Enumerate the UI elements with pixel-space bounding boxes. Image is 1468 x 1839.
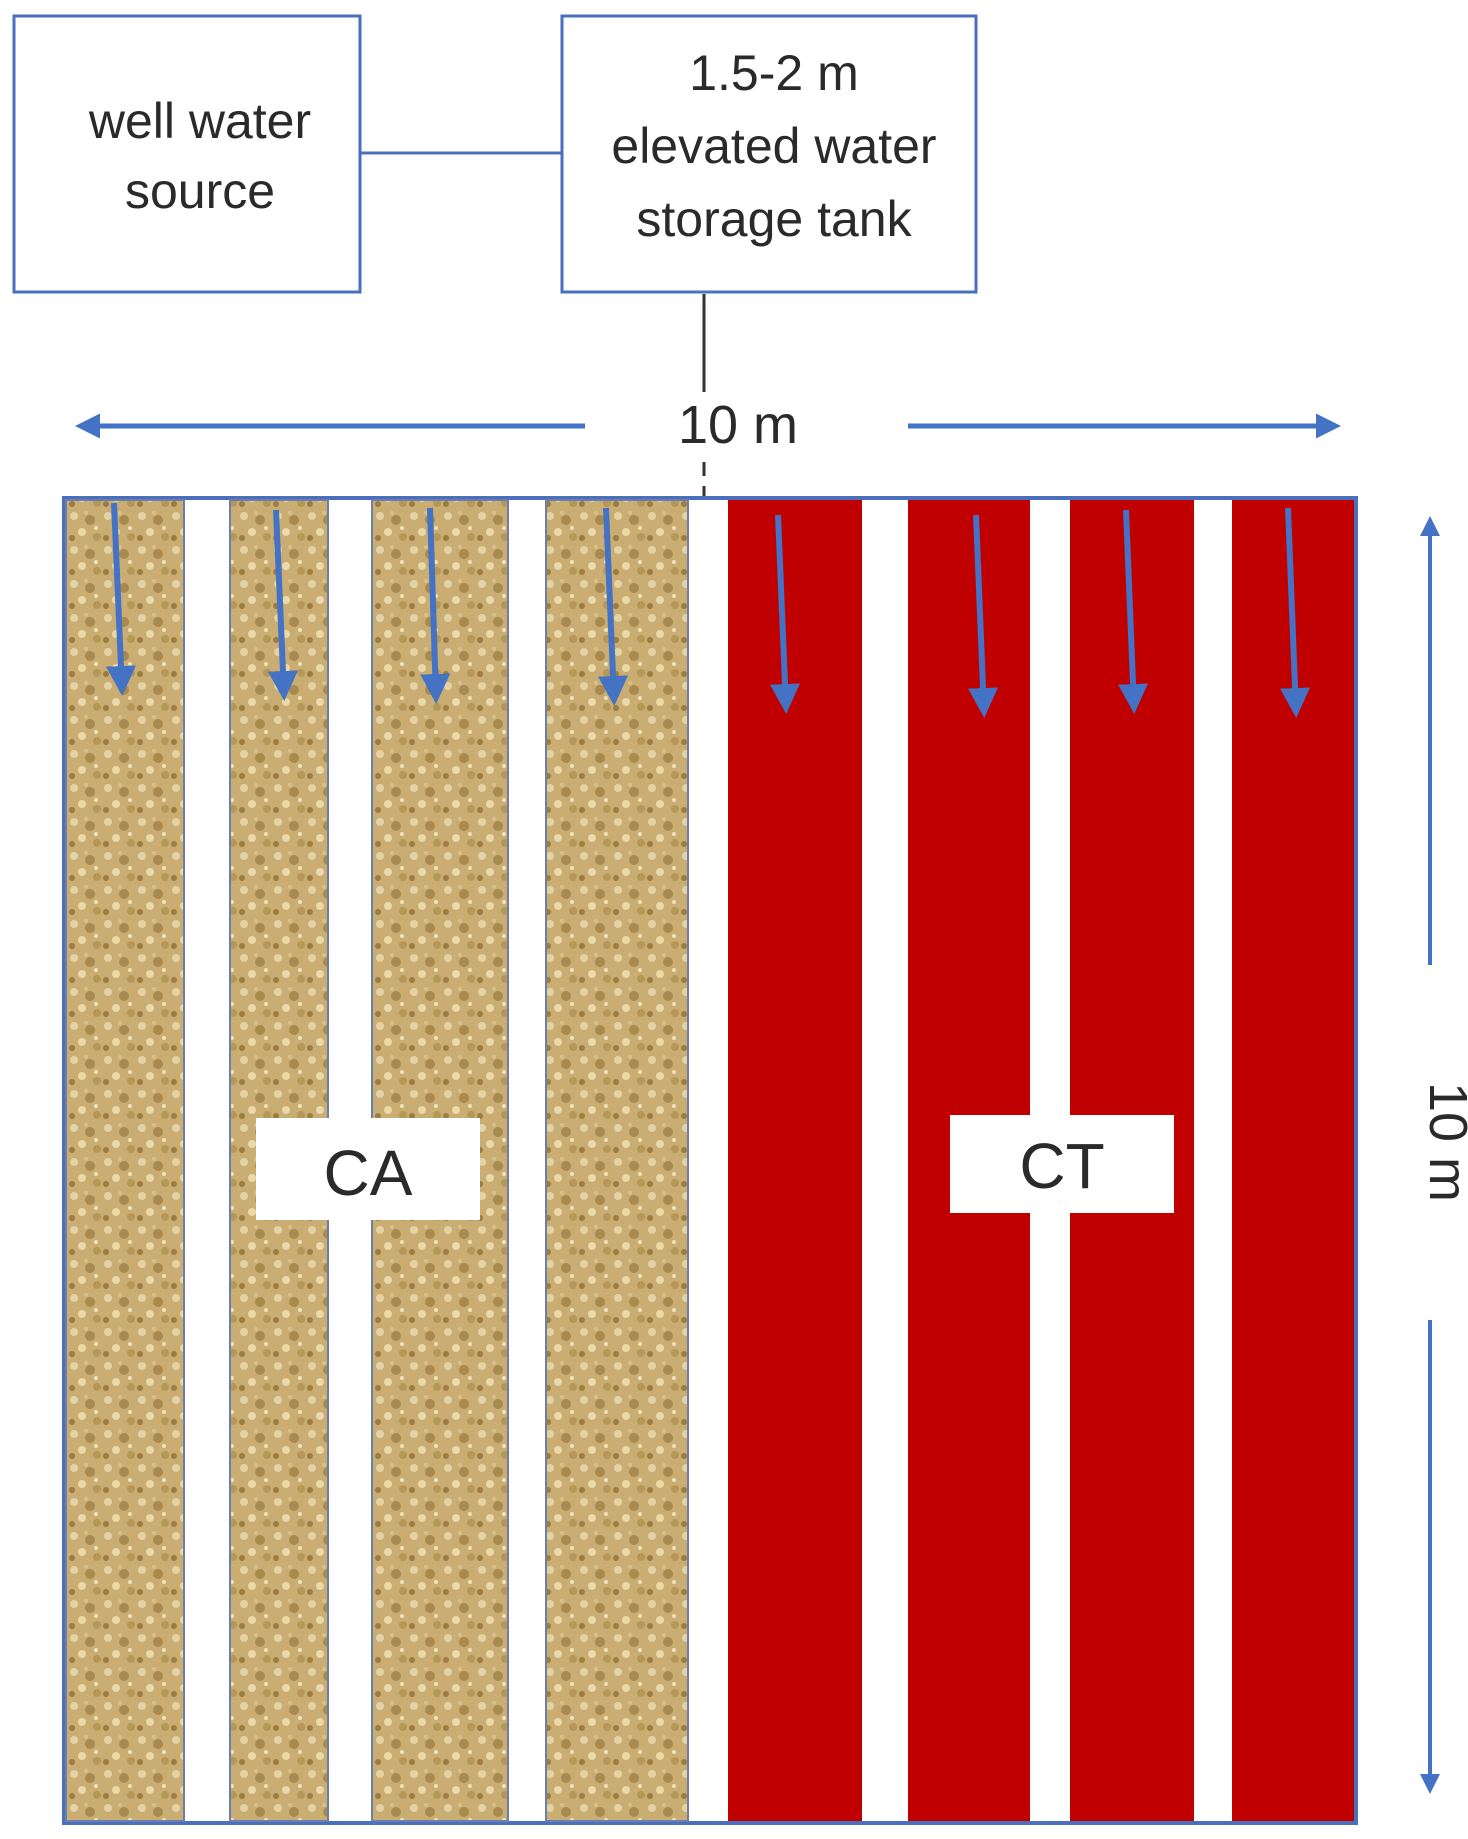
ca-strip [65, 499, 185, 1822]
tank-label-line1: 1.5-2 m [689, 45, 859, 101]
flow-arrow [267, 509, 298, 701]
storage-tank-box: 1.5-2 m elevated water storage tank [560, 14, 978, 294]
flow-arrow [420, 507, 451, 704]
flow-arrow [105, 502, 136, 696]
height-label: 10 m [1418, 1082, 1468, 1202]
ct-strip [728, 500, 862, 1821]
ca-strip [545, 499, 689, 1822]
water-flow-arrows [105, 502, 1311, 718]
tank-label-line3: storage tank [636, 191, 912, 247]
ca-label-box: CA [256, 1118, 480, 1220]
flow-arrow [968, 514, 999, 718]
flow-arrow [598, 507, 628, 706]
ct-label: CT [1019, 1130, 1104, 1202]
flow-arrow [1118, 509, 1149, 714]
height-dimension: 10 m [1418, 516, 1468, 1794]
flow-arrow [770, 514, 800, 714]
field-plot-area: CA CT [62, 496, 1358, 1825]
flow-arrow [1280, 507, 1311, 718]
width-dimension: 10 m [75, 395, 1341, 455]
ct-strip [1232, 500, 1354, 1821]
well-water-source-label-line2: source [125, 163, 275, 219]
width-label: 10 m [678, 395, 798, 455]
ca-label: CA [324, 1137, 413, 1209]
well-water-source-label-line1: well water [88, 93, 311, 149]
ct-label-box: CT [950, 1115, 1174, 1213]
tank-label-line2: elevated water [611, 118, 936, 174]
well-water-source-box: well water source [12, 14, 362, 294]
